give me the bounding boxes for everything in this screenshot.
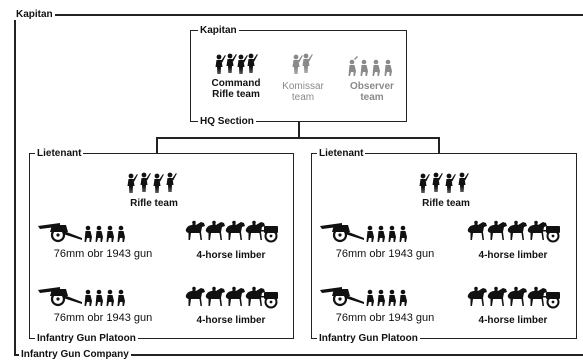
company-commander-label: Kapitan [14,9,55,20]
platoon-2-name-label: Infantry Gun Platoon [317,333,420,344]
platoon-1-limber-1-icon [185,220,279,243]
platoon-2-gun-2-caption: 76mm obr 1943 gun [335,312,435,324]
platoon-1-rifle-team-caption: Rifle team [130,198,178,209]
connector-right-down [438,137,440,153]
hq-section-name-label: HQ Section [198,116,256,127]
platoon-2-gun-2-icon [320,285,407,307]
observer-team-caption-line1: Observer [350,81,394,92]
platoon-1-limber-2-icon [185,286,279,309]
platoon-1-gun-2-icon [38,285,125,307]
platoon-2-rifle-team-icon [419,172,469,193]
observer-team-caption: Observer team [336,81,408,103]
command-team-caption: Command Rifle team [196,78,276,100]
hq-commander-label: Kapitan [198,25,239,36]
platoon-1-gun-1-icon [38,221,125,243]
platoon-2-limber-1-icon [467,220,561,243]
platoon-1-limber-2-caption: 4-horse limber [196,315,266,326]
platoon-2-limber-2-caption: 4-horse limber [478,315,548,326]
platoon-2-limber-1-caption: 4-horse limber [478,250,548,261]
platoon-2-commander-label: Lietenant [317,148,366,159]
hq-section-box [190,30,407,122]
platoon-box-1 [29,153,294,339]
platoon-2-gun-1-icon [320,221,407,243]
komissar-team-icon [292,53,313,74]
platoon-1-gun-2-caption: 76mm obr 1943 gun [53,312,153,324]
company-bracket-top [14,14,583,16]
platoon-1-commander-label: Lietenant [35,148,84,159]
platoon-box-2 [311,153,577,339]
connector-horizontal [156,137,439,139]
platoon-2-rifle-team-caption: Rifle team [422,198,470,209]
observer-team-icon [348,56,392,76]
platoon-1-name-label: Infantry Gun Platoon [35,333,138,344]
command-team-caption-line2: Rifle team [212,89,260,100]
company-bracket-left [14,14,16,355]
komissar-team-caption-line2: team [291,92,315,103]
connector-hq-down [298,122,300,138]
command-rifle-team-icon [215,53,258,74]
platoon-1-limber-1-caption: 4-horse limber [196,250,266,261]
platoon-2-gun-1-caption: 76mm obr 1943 gun [335,248,435,260]
komissar-team-caption-line1: Komissar [282,81,324,92]
observer-team-caption-line2: team [360,92,384,103]
company-bracket-bottom [14,354,583,356]
command-team-caption-line1: Command [211,78,261,89]
platoon-1-rifle-team-icon [127,172,177,193]
platoon-1-gun-1-caption: 76mm obr 1943 gun [53,248,153,260]
platoon-2-limber-2-icon [467,286,561,309]
company-name-label: Infantry Gun Company [19,349,131,360]
connector-left-down [156,137,158,153]
komissar-team-caption: Komissar team [270,81,336,103]
